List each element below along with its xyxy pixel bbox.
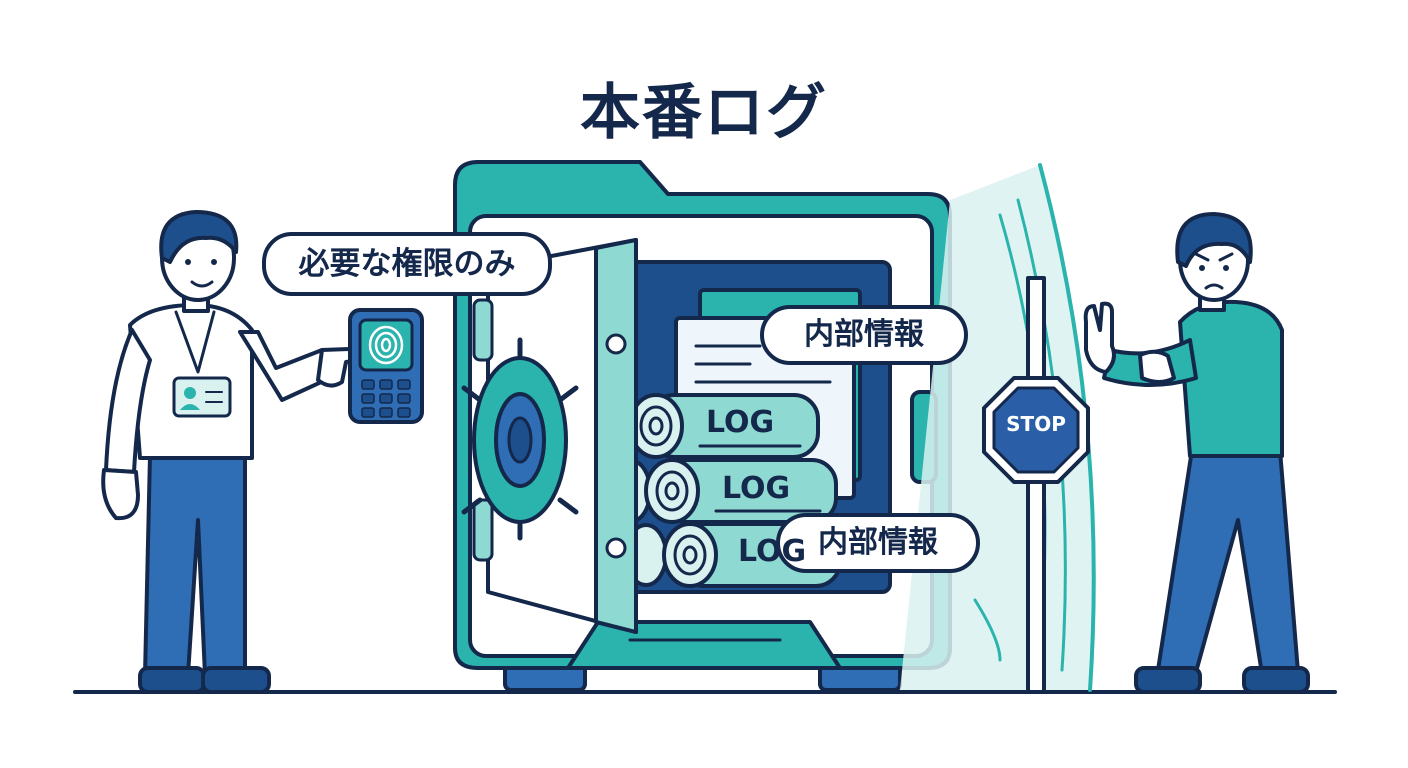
smile	[190, 280, 214, 288]
eye	[211, 259, 217, 265]
log-label-1: LOG	[706, 405, 775, 440]
person-right-hand-stop	[1083, 301, 1116, 374]
log-label-3: LOG	[738, 534, 807, 569]
person-left-legs	[143, 453, 247, 677]
fingerprint-icon	[368, 325, 404, 365]
eye	[1199, 265, 1205, 271]
frown	[1204, 283, 1224, 290]
angry-brow	[1218, 252, 1234, 262]
door-bolt	[605, 333, 627, 355]
person-left-hand-down	[101, 468, 140, 521]
person-right-hair	[1175, 212, 1253, 268]
access-permission-bubble: 必要な権限のみ	[262, 232, 552, 296]
safe-door-edge	[594, 238, 638, 634]
stop-sign-pole	[1026, 276, 1046, 694]
lanyard	[174, 310, 216, 374]
safe-base	[566, 620, 842, 670]
page-title: 本番ログ	[580, 78, 828, 148]
log-1	[628, 393, 820, 459]
internal-info-bubble-bottom: 内部情報	[776, 513, 980, 573]
person-left-arm-extended	[238, 330, 342, 402]
hinge-left-top	[472, 298, 494, 362]
shoe-left	[138, 666, 206, 694]
shoe-right	[1242, 666, 1310, 694]
blocked-person	[1083, 212, 1310, 694]
door-bolt	[605, 537, 627, 559]
keypad-icon	[348, 308, 424, 424]
person-left-hair	[159, 210, 239, 264]
stop-sign-icon	[982, 376, 1090, 484]
person-right-legs	[1156, 448, 1300, 676]
eye	[185, 259, 191, 265]
safe-dial-icon	[461, 337, 579, 541]
person-right-torso	[1178, 299, 1284, 458]
log-label-2: LOG	[722, 471, 791, 506]
stop-sign-label: STOP	[1006, 412, 1066, 436]
eye	[1223, 265, 1229, 271]
hinge-left-bottom	[472, 498, 494, 562]
id-badge-icon	[172, 376, 232, 418]
person-right-other-hand	[1138, 349, 1176, 384]
shoe-right	[201, 666, 271, 694]
angry-brow	[1194, 252, 1210, 262]
shoe-left	[1134, 666, 1202, 694]
internal-info-bubble-top: 内部情報	[760, 305, 968, 365]
authorized-person	[101, 210, 382, 694]
